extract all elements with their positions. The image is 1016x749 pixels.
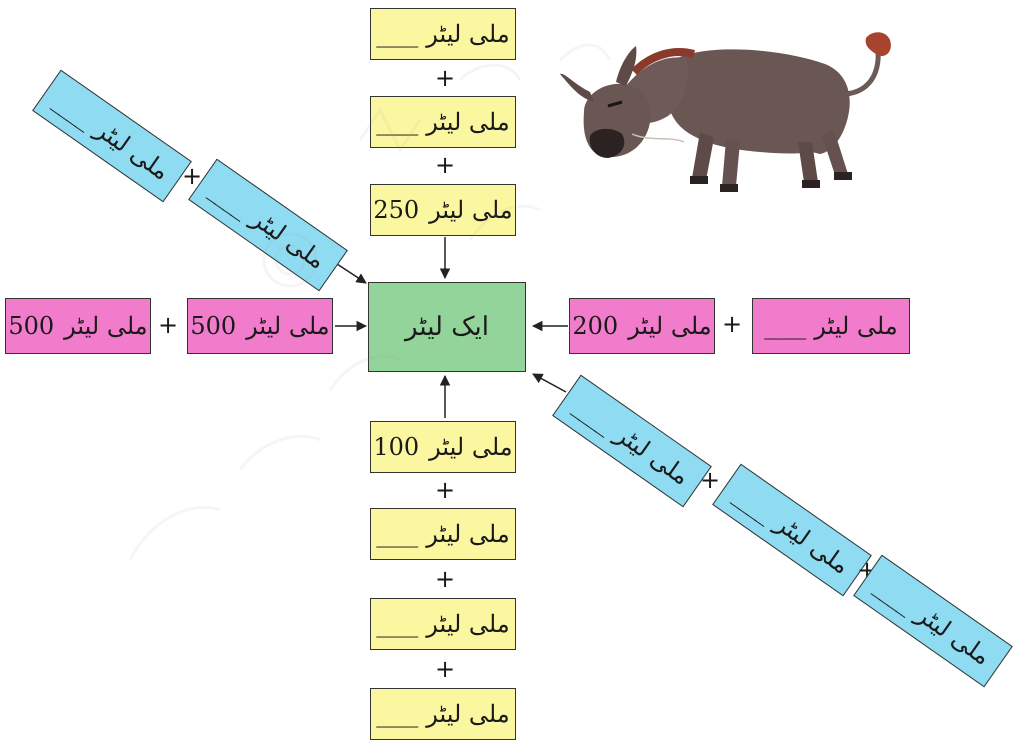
left-box-2-value: 500: [190, 312, 237, 340]
bottom-box-1: 100 ملی لیٹر: [370, 421, 516, 473]
right-box-1-unit: ملی لیٹر: [628, 312, 712, 340]
bottom-box-4: ____ ملی لیٹر: [370, 688, 516, 740]
top-left-plus: +: [181, 162, 203, 190]
arrow-bottom-right: [532, 373, 567, 393]
bottom-box-2-value: ____: [376, 520, 418, 548]
top-plus-1: +: [434, 64, 456, 92]
top-box-2: ____ ملی لیٹر: [370, 96, 516, 148]
bottom-box-2: ____ ملی لیٹر: [370, 508, 516, 560]
donkey-tail-tuft: [865, 32, 891, 57]
bottom-right-plus-1: +: [699, 466, 721, 494]
bottom-plus-1: +: [434, 476, 456, 504]
right-box-2: ____ ملی لیٹر: [752, 298, 910, 354]
bottom-right-box-2-value: ____: [729, 480, 779, 527]
bottom-right-box-3-value: ____: [870, 571, 920, 618]
left-box-1: 500 ملی لیٹر: [5, 298, 151, 354]
top-plus-2: +: [434, 151, 456, 179]
top-box-3-unit: ملی لیٹر: [429, 196, 513, 224]
right-box-2-unit: ملی لیٹر: [814, 312, 898, 340]
left-box-1-unit: ملی لیٹر: [64, 312, 148, 340]
donkey-hoof-4: [834, 172, 852, 180]
right-box-1-value: 200: [572, 312, 619, 340]
center-one-liter-box: ایک لیٹر: [368, 282, 526, 372]
top-box-2-unit: ملی لیٹر: [426, 108, 510, 136]
donkey-leg-back-left: [798, 142, 818, 182]
center-label: ایک لیٹر: [405, 312, 489, 342]
donkey-leg-front-right: [722, 140, 740, 186]
bottom-plus-2: +: [434, 565, 456, 593]
bottom-right-box-1-value: ____: [569, 391, 619, 438]
donkey-muzzle: [589, 128, 625, 158]
top-box-1-value: ____: [376, 20, 418, 48]
donkey-hoof-3: [802, 180, 820, 188]
donkey-hoof-2: [720, 184, 738, 192]
top-box-1-unit: ملی لیٹر: [426, 20, 510, 48]
arrow-top-left: [333, 261, 367, 284]
bottom-box-1-value: 100: [373, 433, 420, 461]
bottom-box-4-value: ____: [376, 700, 418, 728]
right-box-2-value: ____: [764, 312, 806, 340]
bottom-box-2-unit: ملی لیٹر: [426, 520, 510, 548]
right-plus: +: [721, 310, 743, 338]
top-box-1: ____ ملی لیٹر: [370, 8, 516, 60]
bottom-box-3-unit: ملی لیٹر: [426, 610, 510, 638]
right-box-1: 200 ملی لیٹر: [569, 298, 715, 354]
top-box-2-value: ____: [376, 108, 418, 136]
donkey-hoof-1: [690, 176, 708, 184]
top-box-3-value: 250: [373, 196, 420, 224]
donkey-illustration: [560, 32, 891, 192]
donkey-leg-back-right: [822, 130, 848, 178]
donkey-rope: [631, 133, 685, 143]
donkey-leg-front-left: [692, 132, 714, 180]
top-box-3: 250 ملی لیٹر: [370, 184, 516, 236]
donkey-ear-right: [616, 46, 637, 86]
bottom-box-1-unit: ملی لیٹر: [429, 433, 513, 461]
left-box-2-unit: ملی لیٹر: [246, 312, 330, 340]
donkey-ear-left: [560, 73, 594, 102]
donkey-eye: [607, 100, 623, 108]
top-left-box-2-value: ____: [205, 175, 255, 222]
left-plus: +: [157, 311, 179, 339]
bottom-box-3-value: ____: [376, 610, 418, 638]
bottom-plus-3: +: [434, 655, 456, 683]
left-box-2: 500 ملی لیٹر: [187, 298, 333, 354]
donkey-mane: [631, 48, 696, 75]
top-left-box-1-value: ____: [49, 86, 99, 133]
bottom-box-4-unit: ملی لیٹر: [426, 700, 510, 728]
left-box-1-value: 500: [8, 312, 55, 340]
donkey-body: [666, 49, 850, 154]
bottom-box-3: ____ ملی لیٹر: [370, 598, 516, 650]
